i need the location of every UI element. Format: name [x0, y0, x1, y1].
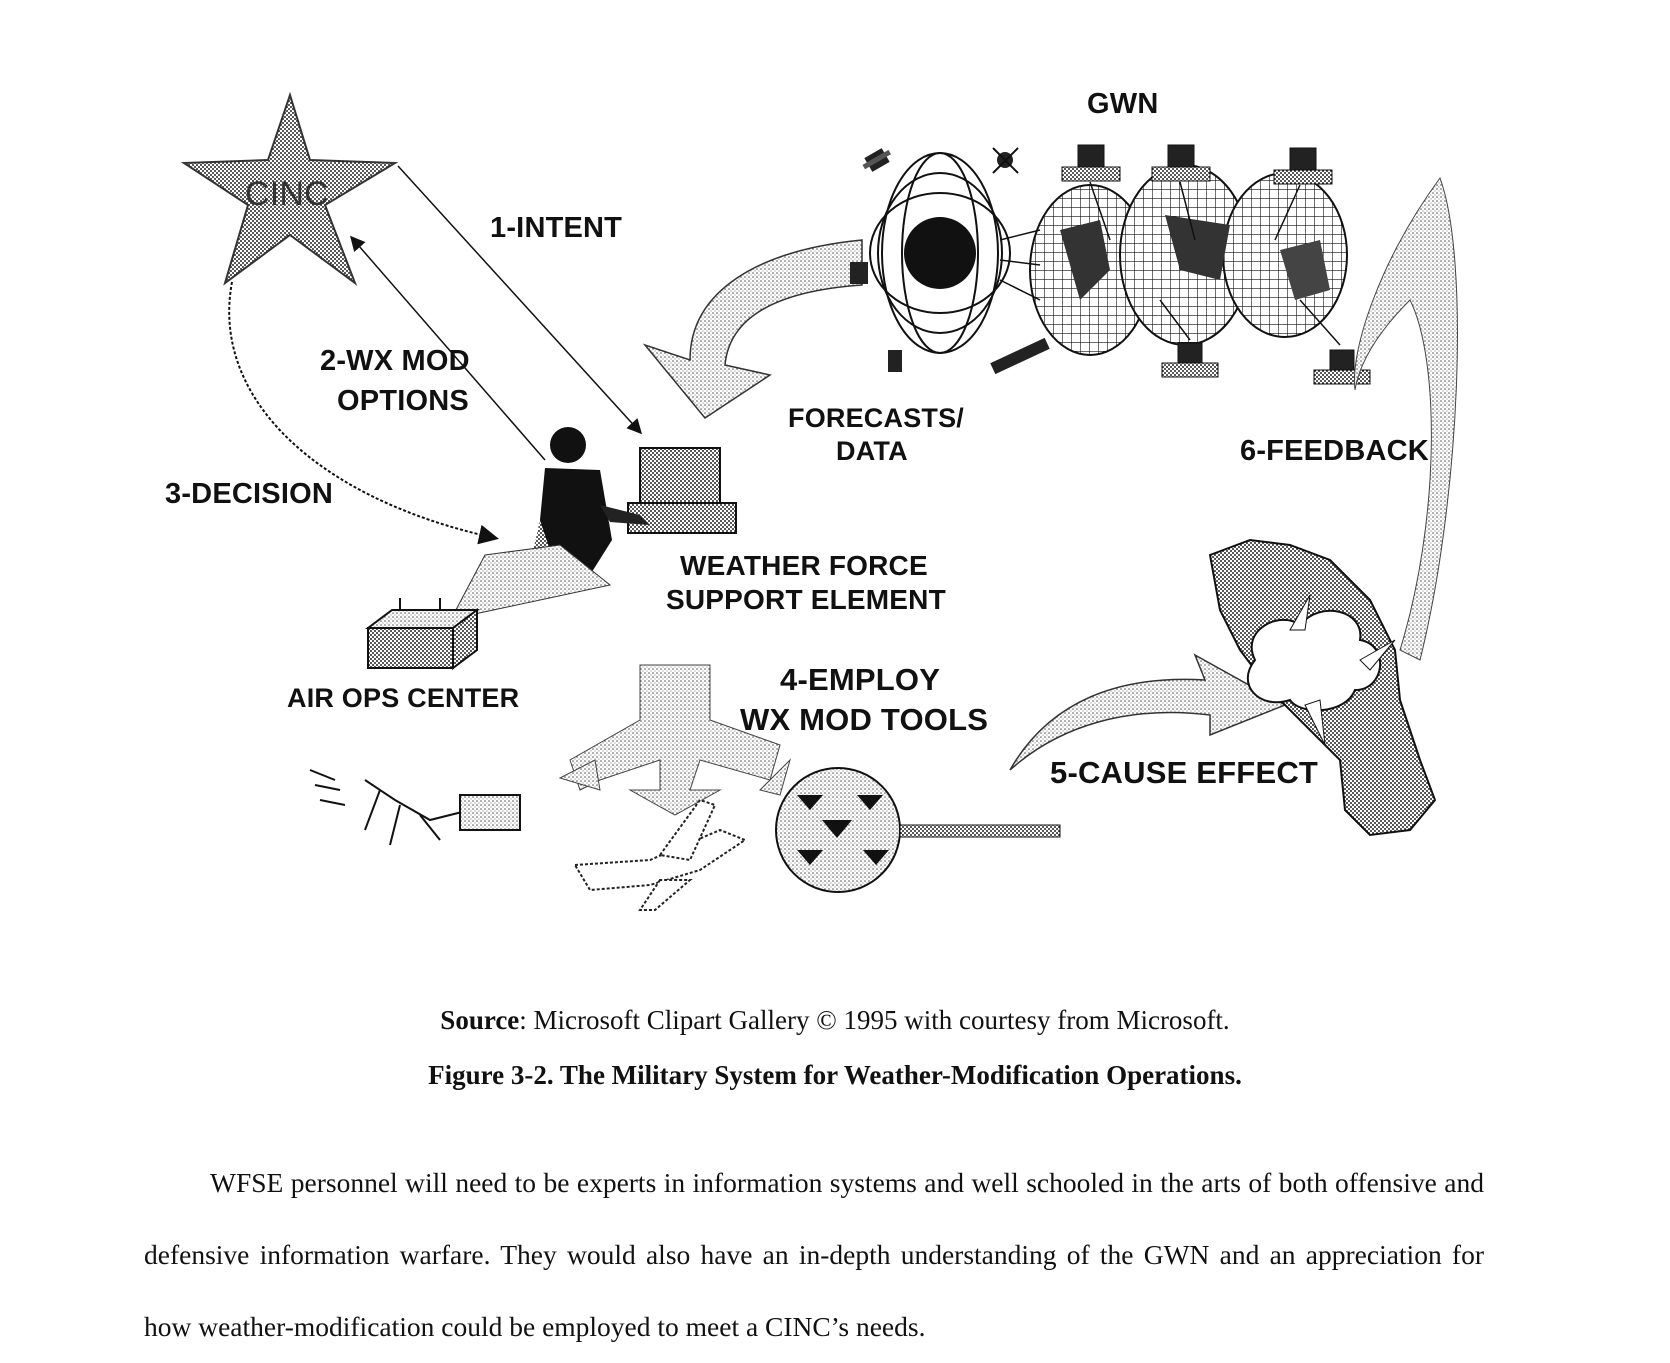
options-arrow	[350, 235, 546, 461]
ground-generator-icon	[309, 769, 521, 846]
source-label: Source	[440, 1005, 520, 1035]
employ-label-line1: 4-EMPLOY	[780, 662, 941, 697]
wx-mod-options-label-line1: 2-WX MOD	[320, 345, 470, 377]
cause-effect-arrow	[1009, 653, 1287, 771]
building-icon	[365, 598, 480, 670]
wfse-label-line2: SUPPORT ELEMENT	[666, 584, 946, 615]
employ-tools-arrow	[558, 664, 792, 816]
decision-label: 3-DECISION	[165, 478, 333, 510]
person-at-computer-icon	[530, 427, 737, 580]
cinc-label: CINC	[245, 175, 329, 213]
figure-source-caption: Source: Microsoft Clipart Gallery © 1995…	[0, 1005, 1670, 1036]
star-icon	[180, 91, 399, 286]
decision-arrow	[228, 281, 499, 545]
forecasts-arrow	[642, 239, 863, 419]
source-text: : Microsoft Clipart Gallery © 1995 with …	[519, 1005, 1230, 1035]
storm-cloud-icon	[1208, 538, 1437, 837]
satellite-icon	[850, 147, 1050, 375]
feedback-label: 6-FEEDBACK	[1240, 435, 1429, 467]
cloud-seeding-icon	[775, 767, 1061, 893]
air-ops-center-label: AIR OPS CENTER	[287, 683, 520, 713]
figure-title: Figure 3-2. The Military System for Weat…	[428, 1060, 1242, 1090]
intent-label: 1-INTENT	[490, 212, 623, 244]
forecasts-label-line1: FORECASTS/	[788, 403, 965, 433]
cause-effect-label: 5-CAUSE EFFECT	[1050, 755, 1319, 790]
weather-mod-figure: CINC 1-INTENT 2-WX MOD OPTIONS 3-DECISIO…	[165, 88, 1458, 911]
gwn-label: GWN	[1087, 88, 1159, 120]
forecasts-label-line2: DATA	[836, 436, 908, 466]
intent-arrow	[397, 165, 643, 435]
world-map-icon	[1029, 164, 1348, 356]
wfse-label-line1: WEATHER FORCE	[680, 550, 928, 581]
globe-icon	[869, 152, 1011, 354]
body-paragraph: WFSE personnel will need to be experts i…	[144, 1167, 1484, 1342]
employ-label-line2: WX MOD TOOLS	[740, 702, 989, 737]
figure-art	[180, 91, 1458, 911]
feedback-arrow	[1353, 176, 1458, 661]
wx-mod-options-label-line2: OPTIONS	[337, 385, 469, 417]
aircraft-icon	[573, 798, 748, 911]
